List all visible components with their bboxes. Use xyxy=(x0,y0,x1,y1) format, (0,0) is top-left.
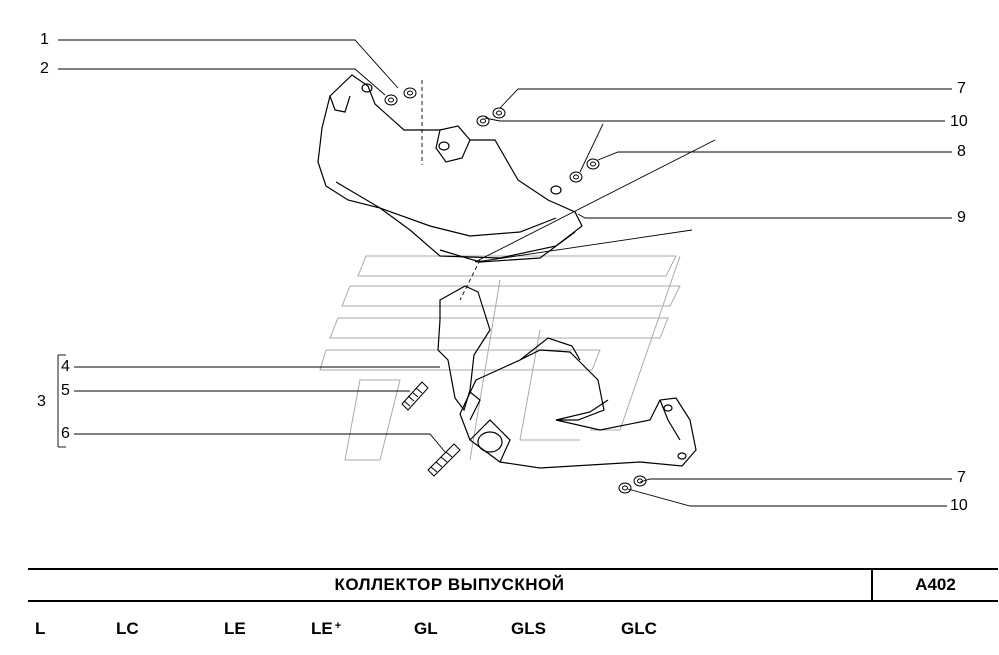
trim-le-plus: LE+ xyxy=(311,619,342,638)
exhaust-manifold xyxy=(437,285,697,469)
callout-1: 1 xyxy=(40,31,49,48)
trim-l: L xyxy=(35,619,46,638)
diagram-code: A402 xyxy=(871,570,998,600)
trim-glc: GLC xyxy=(621,619,657,638)
callout-2: 2 xyxy=(40,60,49,77)
callout-9: 9 xyxy=(957,209,966,226)
background-watermark-logo xyxy=(319,255,681,461)
callout-5: 5 xyxy=(61,382,70,399)
trim-gl: GL xyxy=(414,619,438,638)
studs xyxy=(401,381,461,477)
trim-lc: LC xyxy=(116,619,139,638)
callout-8: 8 xyxy=(957,143,966,160)
callout-6: 6 xyxy=(61,425,70,442)
washers-nuts xyxy=(384,87,647,494)
exploded-parts-diagram xyxy=(57,39,952,507)
diagram-title: КОЛЛЕКТОР ВЫПУСКНОЙ xyxy=(334,575,565,594)
trim-le: LE xyxy=(224,619,246,638)
callout-7-bottom: 7 xyxy=(957,469,966,486)
trim-gls: GLS xyxy=(511,619,546,638)
callout-10-bottom: 10 xyxy=(950,497,968,514)
leader-lines xyxy=(57,39,952,507)
callout-3: 3 xyxy=(37,393,46,410)
callout-10-top: 10 xyxy=(950,113,968,130)
title-block: КОЛЛЕКТОР ВЫПУСКНОЙ A402 xyxy=(28,568,998,602)
callout-7-top: 7 xyxy=(957,80,966,97)
heat-shield xyxy=(317,74,583,263)
callout-4: 4 xyxy=(61,358,70,375)
